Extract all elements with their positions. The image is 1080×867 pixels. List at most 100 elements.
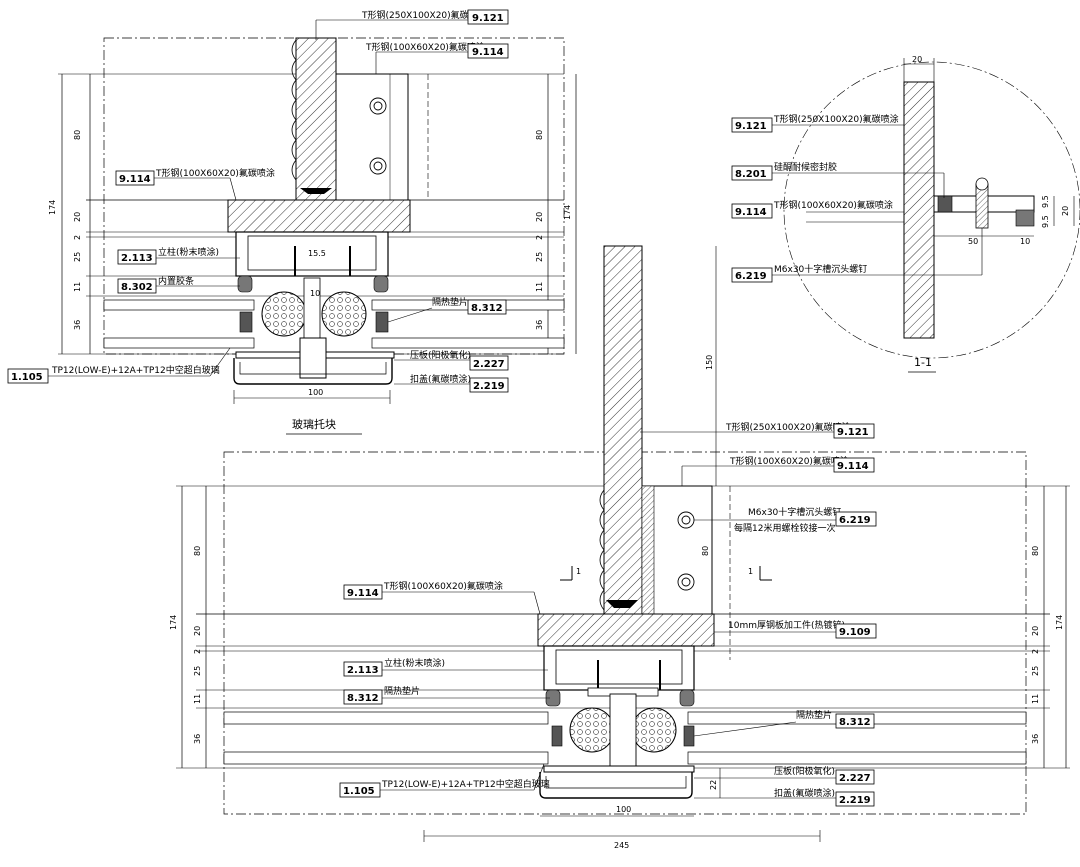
dim-25-right: 25 xyxy=(535,252,544,262)
label-c-glass: TP12(LOW-E)+12A+TP12中空超白玻璃 xyxy=(381,778,550,790)
dim-c-174-right: 174 xyxy=(1055,615,1064,630)
tag-c-2113: 2.113 xyxy=(347,665,379,676)
section-mark-left: 1 xyxy=(576,567,581,576)
dim-c-2-right: 2 xyxy=(1031,649,1040,654)
label-c-screw-note: 每隔12米用螺栓铰接一次 xyxy=(734,522,835,534)
dim-80-left: 80 xyxy=(73,130,82,140)
tag-a-2219: 2.219 xyxy=(473,381,505,392)
dim-c-11-left: 11 xyxy=(193,694,202,704)
tag-a-9114-top: 9.114 xyxy=(472,47,504,58)
section-mark-right: 1 xyxy=(748,567,753,576)
tag-b-9121: 9.121 xyxy=(735,121,767,132)
dim-11-left: 11 xyxy=(73,282,82,292)
label-a-pressure-plate: 压板(阳极氧化) xyxy=(410,349,471,361)
label-b-tsteel-250: T形钢(250X100X20)氟碳喷涂 xyxy=(773,113,899,125)
tag-c-2219: 2.219 xyxy=(839,795,871,806)
dim-b-20: 20 xyxy=(912,55,922,64)
detail-c: 1 1 150 100 245 22 80 174 20 2 25 11 36 … xyxy=(169,245,1070,850)
label-a-thermal-pad: 隔热垫片 xyxy=(432,296,468,308)
dim-c-36-left: 36 xyxy=(193,734,202,744)
dim-c-25-right: 25 xyxy=(1031,666,1040,676)
tag-c-9114-top: 9.114 xyxy=(837,461,869,472)
label-b-screw: M6x30十字槽沉头螺钉 xyxy=(774,263,867,275)
dim-25-left: 25 xyxy=(73,252,82,262)
label-b-tsteel-100: T形钢(100X60X20)氟碳喷涂 xyxy=(773,199,893,211)
detail-b: 20 9.5 9.5 20 50 10 9.121 T形钢(250X100X20… xyxy=(731,55,1080,373)
dim-b-9-5b: 9.5 xyxy=(1041,215,1050,228)
dim-b-50: 50 xyxy=(968,237,978,246)
dim-c-22: 22 xyxy=(709,780,718,790)
dim-c-245: 245 xyxy=(614,841,629,850)
dim-c-150: 150 xyxy=(705,355,714,370)
tag-c-9109: 9.109 xyxy=(839,627,871,638)
label-c-pressure-plate: 压板(阳极氧化) xyxy=(774,765,835,777)
detail-b-title: 1-1 xyxy=(914,356,932,369)
label-c-tsteel-100: T形钢(100X60X20)氟碳喷涂 xyxy=(729,455,849,467)
tag-c-8312-left: 8.312 xyxy=(347,693,379,704)
label-b-sealant: 硅酮耐候密封胶 xyxy=(774,161,837,173)
label-c-cap: 扣盖(氟碳喷涂) xyxy=(774,787,835,799)
tag-c-6219: 6.219 xyxy=(839,515,871,526)
dim-c-80-right: 80 xyxy=(1031,546,1040,556)
label-a-glass: TP12(LOW-E)+12A+TP12中空超白玻璃 xyxy=(51,364,220,376)
label-a-gasket: 内置胶条 xyxy=(158,275,194,287)
tag-c-9121: 9.121 xyxy=(837,427,869,438)
label-c-steel-plate: 10mm厚钢板加工件(热镀锌) xyxy=(728,619,845,631)
dim-20-right: 20 xyxy=(535,212,544,222)
label-c-thermal-pad-left: 隔热垫片 xyxy=(384,685,420,697)
dim-80-right: 80 xyxy=(535,130,544,140)
label-a-cap: 扣盖(氟碳喷涂) xyxy=(410,373,471,385)
tag-a-2113: 2.113 xyxy=(121,253,153,264)
tag-c-1105: 1.105 xyxy=(343,786,375,797)
tag-a-9121: 9.121 xyxy=(472,13,504,24)
tag-c-9114-left: 9.114 xyxy=(347,588,379,599)
dim-36-left: 36 xyxy=(73,320,82,330)
tag-a-8312: 8.312 xyxy=(471,303,503,314)
dim-15-5: 15.5 xyxy=(308,249,326,258)
tag-a-2227: 2.227 xyxy=(473,359,505,370)
label-a-tsteel-250: T形钢(250X100X20)氟碳喷涂 xyxy=(361,9,487,21)
label-c-tsteel-100-left: T形钢(100X60X20)氟碳喷涂 xyxy=(383,580,503,592)
dim-2-right: 2 xyxy=(535,235,544,240)
tag-b-6219: 6.219 xyxy=(735,271,767,282)
tag-b-8201: 8.201 xyxy=(735,169,767,180)
label-a-mullion: 立柱(粉末喷涂) xyxy=(158,246,219,258)
label-a-tsteel-100-left: T形钢(100X60X20)氟碳喷涂 xyxy=(155,167,275,179)
dim-c-2-left: 2 xyxy=(193,649,202,654)
tag-b-9114: 9.114 xyxy=(735,207,767,218)
dim-c-174-left: 174 xyxy=(169,615,178,630)
dim-20-left: 20 xyxy=(73,212,82,222)
dim-100: 100 xyxy=(308,388,323,397)
label-c-screw: M6x30十字槽沉头螺钉 xyxy=(748,506,841,518)
tag-a-9114-left: 9.114 xyxy=(119,174,151,185)
dim-36-right: 36 xyxy=(535,320,544,330)
detail-a-title: 玻璃托块 xyxy=(292,417,336,431)
dim-c-20-left: 20 xyxy=(193,626,202,636)
dim-174-left: 174 xyxy=(48,200,57,215)
tag-c-2227: 2.227 xyxy=(839,773,871,784)
dim-b-10: 10 xyxy=(1020,237,1030,246)
tag-a-1105: 1.105 xyxy=(11,372,43,383)
label-c-thermal-pad-right: 隔热垫片 xyxy=(796,709,832,721)
tag-a-8302: 8.302 xyxy=(121,282,153,293)
dim-c-80-left: 80 xyxy=(193,546,202,556)
dim-c-36-right: 36 xyxy=(1031,734,1040,744)
dim-c-11-right: 11 xyxy=(1031,694,1040,704)
label-a-tsteel-100: T形钢(100X60X20)氟碳喷涂 xyxy=(365,41,485,53)
dim-c-80-mid: 80 xyxy=(701,546,710,556)
dim-c-100: 100 xyxy=(616,805,631,814)
dim-2-left: 2 xyxy=(73,235,82,240)
dim-11-right: 11 xyxy=(535,282,544,292)
dim-c-20-right: 20 xyxy=(1031,626,1040,636)
dim-174-right: 174 xyxy=(563,205,572,220)
dim-b-9-5a: 9.5 xyxy=(1041,195,1050,208)
dim-10: 10 xyxy=(310,289,320,298)
detail-a: 100 80 174 20 2 25 11 36 80 174 20 2 25 … xyxy=(7,9,577,435)
dim-c-25-left: 25 xyxy=(193,666,202,676)
tag-c-8312-right: 8.312 xyxy=(839,717,871,728)
dim-b-20b: 20 xyxy=(1061,206,1070,216)
label-c-mullion: 立柱(粉末喷涂) xyxy=(384,657,445,669)
label-c-tsteel-250: T形钢(250X100X20)氟碳喷涂 xyxy=(725,421,851,433)
